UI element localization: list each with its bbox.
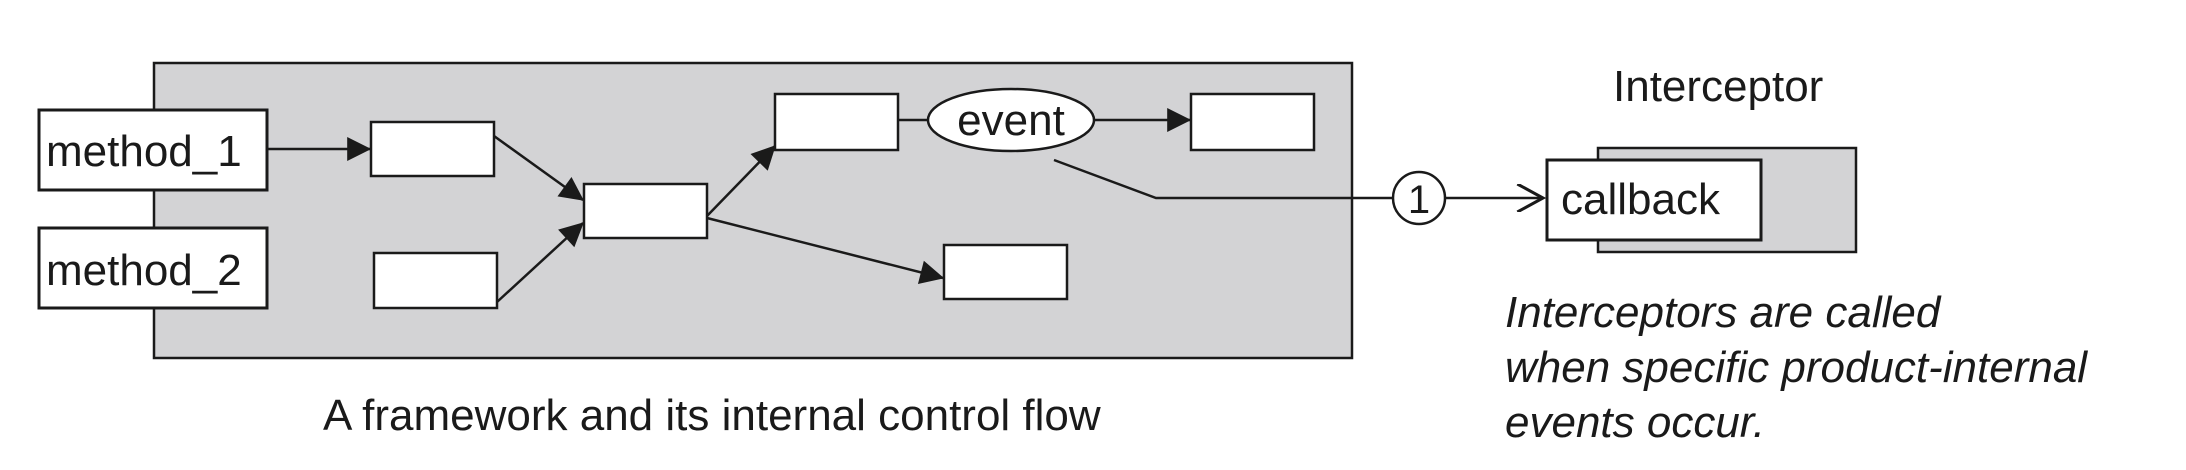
callback-box: callback xyxy=(1545,158,1763,242)
note-line-2: when specific product-internal xyxy=(1505,343,2088,392)
step-marker: 1 xyxy=(1391,170,1447,226)
method-2-label: method_2 xyxy=(46,246,242,295)
event-node: event xyxy=(926,87,1096,153)
flow-box-c xyxy=(773,92,900,152)
step-marker-label: 1 xyxy=(1408,178,1430,222)
framework-caption: A framework and its internal control flo… xyxy=(323,391,1101,440)
edge-event-to-marker xyxy=(1053,158,1393,200)
callback-label: callback xyxy=(1561,175,1721,224)
flow-box-b xyxy=(372,251,499,310)
edge-hub-to-box-e xyxy=(706,216,945,285)
method-1-box: method_1 xyxy=(37,108,269,192)
method-2-box: method_2 xyxy=(37,226,269,310)
event-label: event xyxy=(957,96,1065,145)
framework-panel xyxy=(152,61,1354,360)
note-line-3: events occur. xyxy=(1505,398,1765,447)
flow-box-a xyxy=(369,120,496,178)
flow-box-hub xyxy=(582,182,709,240)
note-line-1: Interceptors are called xyxy=(1505,288,1942,337)
interceptor-title: Interceptor xyxy=(1613,62,1823,111)
flow-box-e xyxy=(942,243,1069,301)
edge-box-b-to-hub xyxy=(496,222,584,303)
method-1-label: method_1 xyxy=(46,127,242,176)
edge-hub-to-box-c xyxy=(706,145,776,217)
flow-box-d xyxy=(1189,92,1316,152)
edge-box-a-to-hub xyxy=(493,134,584,202)
